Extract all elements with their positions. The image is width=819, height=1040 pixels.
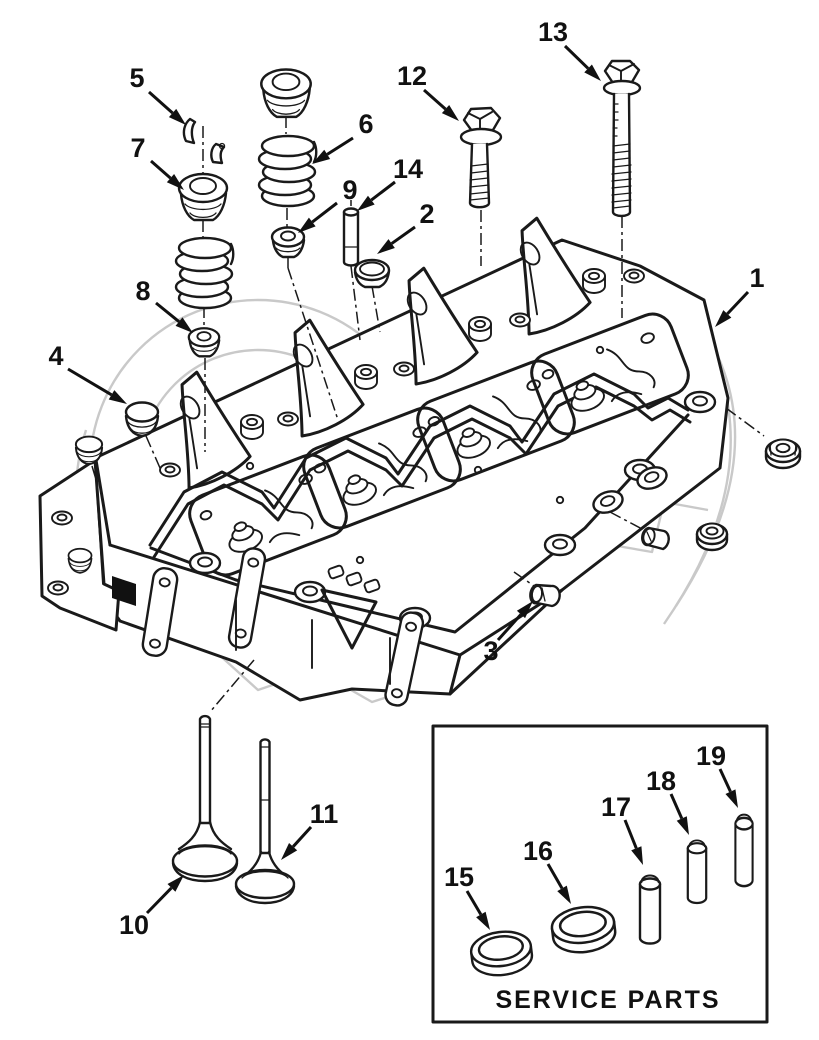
callout-number-19: 19: [696, 741, 726, 771]
cylinder-head-body: [38, 209, 730, 707]
callout-arrowhead-11: [281, 842, 298, 860]
callout-arrowhead-9: [298, 217, 316, 233]
callout-arrow-2: [390, 225, 416, 245]
seat-ring-15: [467, 927, 536, 980]
callout-arrow-11: [291, 825, 313, 848]
callout-arrowhead-17: [631, 846, 643, 865]
callout-arrowhead-14: [357, 195, 375, 211]
callout-arrow-12: [423, 88, 447, 111]
callout-arrowhead-4: [108, 390, 127, 404]
service-parts-box: SERVICE PARTS: [431, 724, 769, 1024]
callout-arrow-19: [718, 768, 732, 793]
callout-arrow-13: [563, 44, 590, 70]
callout-arrow-18: [669, 793, 684, 820]
callout-number-9: 9: [342, 175, 357, 205]
bolt-12: [459, 106, 503, 209]
callout-number-10: 10: [119, 910, 149, 940]
callout-arrow-1: [726, 290, 750, 315]
callout-arrowhead-8: [175, 317, 193, 333]
callout-arrowhead-15: [476, 911, 490, 930]
callout-arrowhead-7: [166, 173, 184, 190]
callout-arrow-15: [465, 890, 483, 916]
callout-arrowhead-1: [715, 310, 732, 327]
callout-arrow-7: [150, 159, 172, 180]
valve-keepers: [182, 117, 226, 165]
callout-arrow-16: [546, 863, 564, 890]
callout-arrowhead-12: [441, 104, 459, 121]
callout-arrowhead-5: [168, 108, 186, 125]
callout-arrow-9: [311, 201, 338, 224]
guide-19: [734, 813, 754, 888]
callout-number-16: 16: [523, 836, 553, 866]
callout-number-11: 11: [310, 799, 339, 829]
valve-rotator-8: [187, 327, 221, 358]
guide-17: [638, 874, 662, 945]
callout-number-7: 7: [130, 133, 145, 163]
callout-number-5: 5: [129, 63, 144, 93]
callout-number-17: 17: [601, 792, 631, 822]
valve-spring-retainer-7: [177, 172, 229, 222]
callout-number-8: 8: [135, 276, 150, 306]
seat-ring-16: [548, 902, 619, 957]
callout-number-18: 18: [646, 766, 676, 796]
callout-arrow-4: [67, 367, 113, 397]
callout-arrow-10: [145, 886, 173, 915]
valve-spring-lower: [174, 236, 235, 310]
valve-guide-14: [342, 207, 360, 267]
callout-arrowhead-2: [377, 239, 395, 254]
callout-arrowhead-3: [516, 601, 533, 619]
callout-number-13: 13: [538, 17, 568, 47]
exhaust-valve-11: [234, 738, 296, 905]
callout-number-12: 12: [397, 61, 427, 91]
hex-nut-right: [764, 438, 802, 470]
callout-arrowhead-16: [557, 885, 571, 904]
callout-arrow-14: [370, 180, 396, 202]
valve-spring-retainer-upper: [260, 68, 312, 119]
callout-number-15: 15: [444, 862, 474, 892]
callout-arrow-8: [155, 301, 180, 323]
callout-number-3: 3: [483, 636, 498, 666]
assembly-centerlines: [91, 116, 765, 713]
callout-arrow-6: [326, 136, 354, 156]
callout-arrow-5: [148, 90, 174, 115]
callout-arrow-3: [496, 613, 523, 642]
callout-number-2: 2: [419, 199, 434, 229]
callout-number-6: 6: [358, 109, 373, 139]
valve-spring-6: [257, 134, 318, 208]
callout-number-1: 1: [749, 263, 764, 293]
callout-number-14: 14: [393, 154, 423, 184]
callout-arrow-17: [623, 819, 638, 849]
callout-arrowhead-13: [584, 64, 601, 81]
plug-3-part: [529, 583, 561, 608]
callout-arrowhead-10: [167, 875, 184, 892]
guide-18: [686, 839, 708, 905]
callout-arrowhead-6: [312, 149, 331, 164]
callout-number-4: 4: [48, 341, 63, 371]
bolt-13: [602, 59, 642, 218]
intake-valve-10: [171, 714, 239, 883]
plug-pair-right: [641, 522, 729, 552]
valve-stem-seal-2: [353, 258, 391, 289]
callout-arrowhead-19: [725, 789, 738, 808]
callout-arrowhead-18: [676, 816, 689, 835]
service-parts-caption: SERVICE PARTS: [495, 986, 720, 1014]
